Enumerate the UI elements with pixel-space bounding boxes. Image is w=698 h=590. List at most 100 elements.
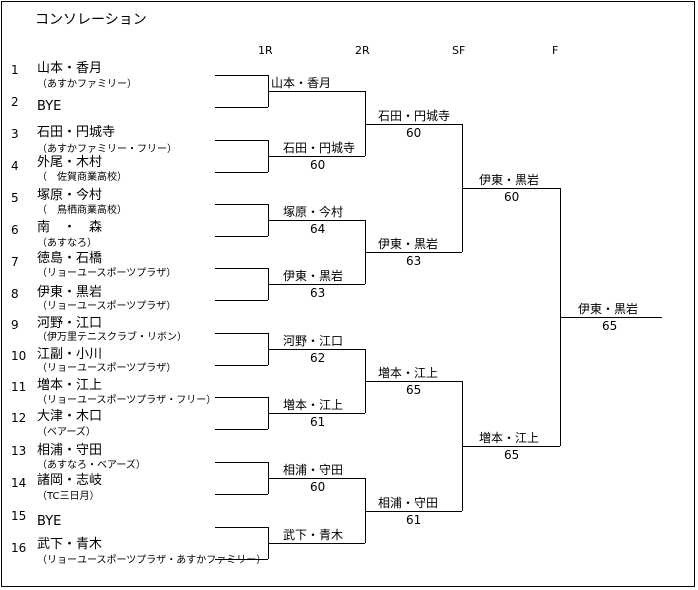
r1-winner-line [268,413,365,414]
r1-winner-line [268,220,365,221]
entry-name: 南 ・ 森 [37,220,103,235]
r1-winner-name: 相浦・守田 [283,463,344,477]
r1-winner-line [268,156,365,157]
entry-club: （伊万里テニスクラブ・リボン） [37,332,187,343]
r1-entry-line [215,333,268,334]
entry-name: 江副・小川 [37,347,103,362]
r1-entry-line [215,300,268,301]
sf-winner-name: 伊東・黒岩 [479,173,540,187]
entry-name: 伊東・黒岩 [37,285,103,300]
r1-entry-line [215,527,268,528]
r1-winner-line [268,478,365,479]
entry-number: 14 [11,476,27,490]
entry-number: 4 [11,159,19,173]
entry-name: 河野・江口 [37,316,103,331]
r1-entry-line [215,429,268,430]
r1-winner-name: 増本・江上 [283,398,344,412]
entry-club: （あすなろ） [37,238,97,249]
entry-number: 12 [11,411,27,425]
r1-winner-name: 石田・円城寺 [283,141,356,155]
round-header: 1R [258,44,273,57]
entry-number: 8 [11,287,19,301]
r1-entry-line [215,172,268,173]
entry-name: 大津・木口 [37,409,103,424]
r1-winner-name: 山本・香月 [271,76,332,90]
entry-name: BYE [37,514,62,529]
entry-club: （TC三日月） [37,491,100,502]
entry-name: BYE [37,99,62,114]
entry-number: 3 [11,127,19,141]
r1-entry-line [215,559,268,560]
entry-club: （ベアーズ） [37,427,96,438]
entry-number: 10 [11,349,27,363]
entry-club: （リョーユースポーツプラザ） [37,268,177,279]
round-header: SF [452,44,466,57]
r1-winner-name: 塚原・今村 [283,205,344,219]
r2-winner-name: 石田・円城寺 [378,109,451,123]
entry-number: 1 [11,63,19,77]
entry-number: 16 [11,541,27,555]
r2-winner-score: 61 [406,513,422,527]
r1-entry-line [215,268,268,269]
entry-name: 外尾・木村 [37,155,103,170]
entry-name: 徳島・石橋 [37,251,103,266]
entry-name: 石田・円城寺 [37,125,116,140]
r1-winner-score: 62 [310,351,326,365]
sf-winner-line [462,188,560,189]
entry-club: （リョーユースポーツプラザ） [37,301,177,312]
entry-name: 山本・香月 [37,61,103,76]
sf-winner-line [462,446,560,447]
r1-entry-line [215,75,268,76]
r1-winner-line [268,543,365,544]
r2-winner-name: 増本・江上 [378,366,439,380]
entry-club: （あすなろ・ベアーズ） [37,460,146,471]
r2-connector [365,91,366,156]
entry-number: 5 [11,191,19,205]
sf-winner-score: 65 [504,448,520,462]
entry-number: 15 [11,509,27,523]
r2-winner-name: 相浦・守田 [378,496,439,510]
r1-entry-line [215,107,268,108]
entry-number: 13 [11,444,27,458]
r2-winner-score: 60 [406,126,422,140]
round-header: F [552,44,559,57]
r1-entry-line [215,397,268,398]
r1-entry-line [215,365,268,366]
entry-club: （ 鳥栖商業高校） [37,205,127,216]
r1-entry-line [215,140,268,141]
page-title: コンソレーション [35,12,147,28]
entry-name: 諸岡・志岐 [37,473,103,488]
r1-entry-line [215,204,268,205]
r1-winner-score: 60 [310,158,326,172]
r1-winner-name: 武下・青木 [283,528,344,542]
r1-winner-line [268,284,365,285]
sf-winner-score: 60 [504,190,520,204]
entry-club: （リョーユースポーツプラザ・フリー） [37,395,217,406]
r1-entry-line [215,236,268,237]
entry-club: （あすかファミリー） [37,79,137,90]
entry-name: 相浦・守田 [37,443,103,458]
entry-club: （あすかファミリー・フリー） [37,144,177,155]
r1-winner-score: 60 [310,480,326,494]
round-header: 2R [355,44,370,57]
r1-winner-line [268,349,365,350]
entry-number: 7 [11,255,19,269]
r1-winner-name: 伊東・黒岩 [283,269,344,283]
r2-winner-line [365,252,462,253]
r2-winner-score: 63 [406,254,422,268]
r2-winner-name: 伊東・黒岩 [378,237,439,251]
r2-winner-line [365,381,462,382]
entry-number: 9 [11,318,19,332]
r2-winner-line [365,511,462,512]
entry-name: 増本・江上 [37,378,103,393]
champion-line [560,317,662,318]
r1-winner-score: 63 [310,286,326,300]
entry-club: （リョーユースポーツプラザ） [37,363,177,374]
entry-club: （リョーユースポーツプラザ・あすかファミリー） [37,555,267,566]
champion-score: 65 [602,319,618,333]
entry-club: （ 佐賀商業高校） [37,172,127,183]
champion-name: 伊東・黒岩 [578,302,639,316]
r1-winner-score: 64 [310,222,326,236]
r2-winner-score: 65 [406,383,422,397]
entry-number: 2 [11,95,19,109]
